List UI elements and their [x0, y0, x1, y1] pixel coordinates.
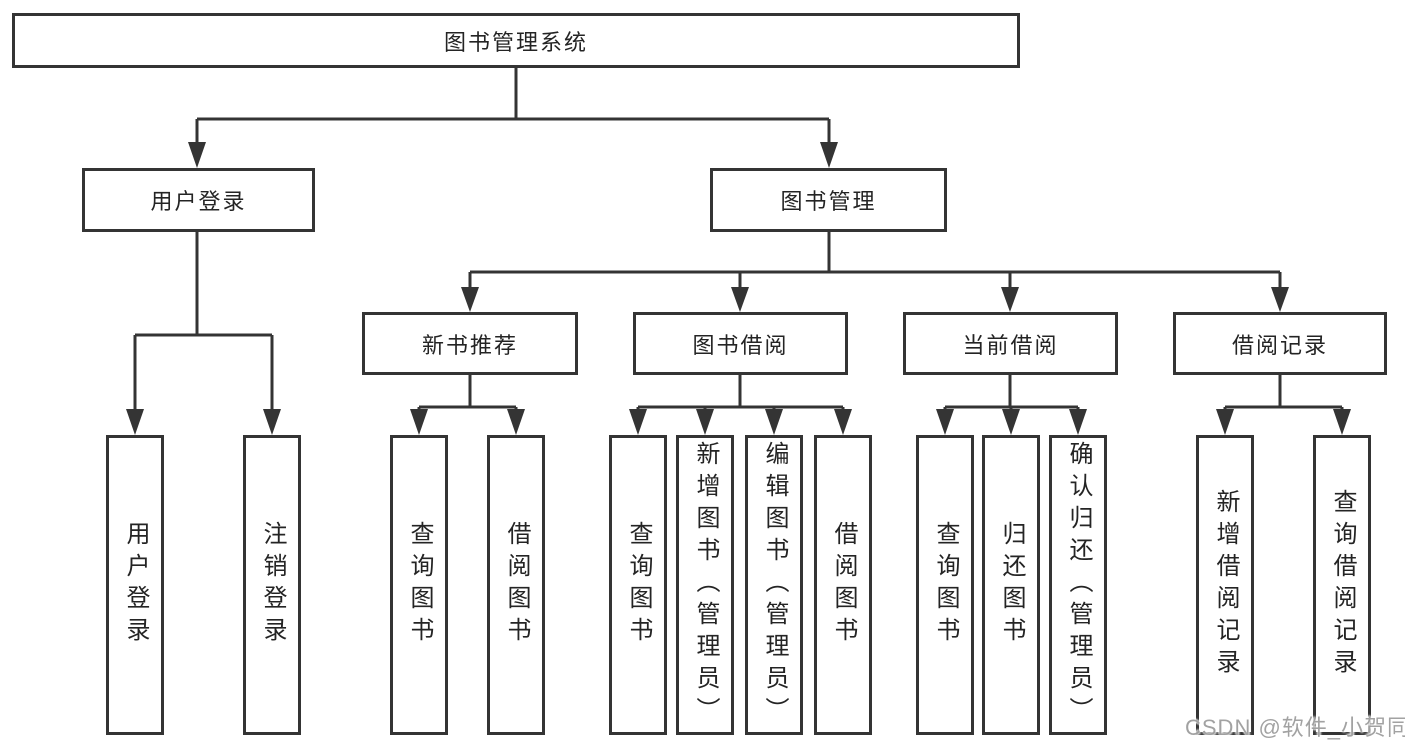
node-current-borrow-label: 当前借阅 [962, 332, 1059, 358]
arrow-down-icon [936, 409, 954, 435]
leaf-logout: 注销登录 [243, 435, 301, 735]
node-book-borrow: 图书借阅 [633, 312, 848, 375]
arrow-down-icon [263, 409, 281, 435]
arrow-down-icon [1216, 409, 1234, 435]
leaf-confirm-return-label: 确认归还（管理员） [1065, 441, 1092, 729]
node-book-management-label: 图书管理 [780, 189, 877, 214]
node-borrow-records: 借阅记录 [1173, 312, 1387, 375]
arrow-down-icon [1271, 287, 1289, 312]
arrow-down-icon [696, 409, 714, 435]
leaf-add-borrow-record-label: 新增借阅记录 [1212, 489, 1239, 681]
leaf-edit-book-label: 编辑图书（管理员） [761, 441, 788, 729]
leaf-add-book: 新增图书（管理员） [676, 435, 734, 735]
node-borrow-records-label: 借阅记录 [1231, 332, 1328, 358]
node-user-login-label: 用户登录 [150, 189, 247, 214]
leaf-user-login: 用户登录 [106, 435, 164, 735]
leaf-confirm-return: 确认归还（管理员） [1049, 435, 1107, 735]
node-current-borrow: 当前借阅 [903, 312, 1118, 375]
arrow-down-icon [1002, 409, 1020, 435]
leaf-add-borrow-record: 新增借阅记录 [1196, 435, 1254, 735]
leaf-return-book-label: 归还图书 [998, 521, 1025, 649]
leaf-add-book-label: 新增图书（管理员） [692, 441, 719, 729]
leaf-logout-label: 注销登录 [259, 521, 286, 649]
leaf-query-books-a-label: 查询图书 [406, 521, 433, 649]
node-book-management: 图书管理 [710, 168, 947, 232]
arrow-down-icon [1333, 409, 1351, 435]
arrow-down-icon [507, 409, 525, 435]
node-new-book-recommend-label: 新书推荐 [421, 332, 518, 358]
leaf-borrow-books-a: 借阅图书 [487, 435, 545, 735]
node-root-label: 图书管理系统 [443, 29, 588, 55]
node-user-login: 用户登录 [82, 168, 315, 232]
node-root: 图书管理系统 [12, 13, 1020, 68]
arrow-down-icon [1001, 287, 1019, 312]
arrow-down-icon [1069, 409, 1087, 435]
arrow-down-icon [629, 409, 647, 435]
arrow-down-icon [126, 409, 144, 435]
leaf-return-book: 归还图书 [982, 435, 1040, 735]
leaf-query-borrow-record: 查询借阅记录 [1313, 435, 1371, 735]
arrow-down-icon [461, 287, 479, 312]
node-book-borrow-label: 图书借阅 [692, 332, 789, 358]
leaf-query-borrow-record-label: 查询借阅记录 [1329, 489, 1356, 681]
node-new-book-recommend: 新书推荐 [362, 312, 578, 375]
arrow-down-icon [731, 287, 749, 312]
leaf-query-books-b-label: 查询图书 [625, 521, 652, 649]
arrow-down-icon [410, 409, 428, 435]
leaf-query-books-c-label: 查询图书 [932, 521, 959, 649]
leaf-query-books-a: 查询图书 [390, 435, 448, 735]
leaf-query-books-b: 查询图书 [609, 435, 667, 735]
arrow-down-icon [188, 142, 206, 168]
leaf-user-login-label: 用户登录 [122, 521, 149, 649]
leaf-borrow-books-b: 借阅图书 [814, 435, 872, 735]
csdn-watermark: CSDN @软件_小贺同学 [1185, 715, 1405, 740]
leaf-borrow-books-a-label: 借阅图书 [503, 521, 530, 649]
arrow-down-icon [820, 142, 838, 168]
leaf-edit-book: 编辑图书（管理员） [745, 435, 803, 735]
leaf-query-books-c: 查询图书 [916, 435, 974, 735]
arrow-down-icon [834, 409, 852, 435]
leaf-borrow-books-b-label: 借阅图书 [830, 521, 857, 649]
arrow-down-icon [765, 409, 783, 435]
